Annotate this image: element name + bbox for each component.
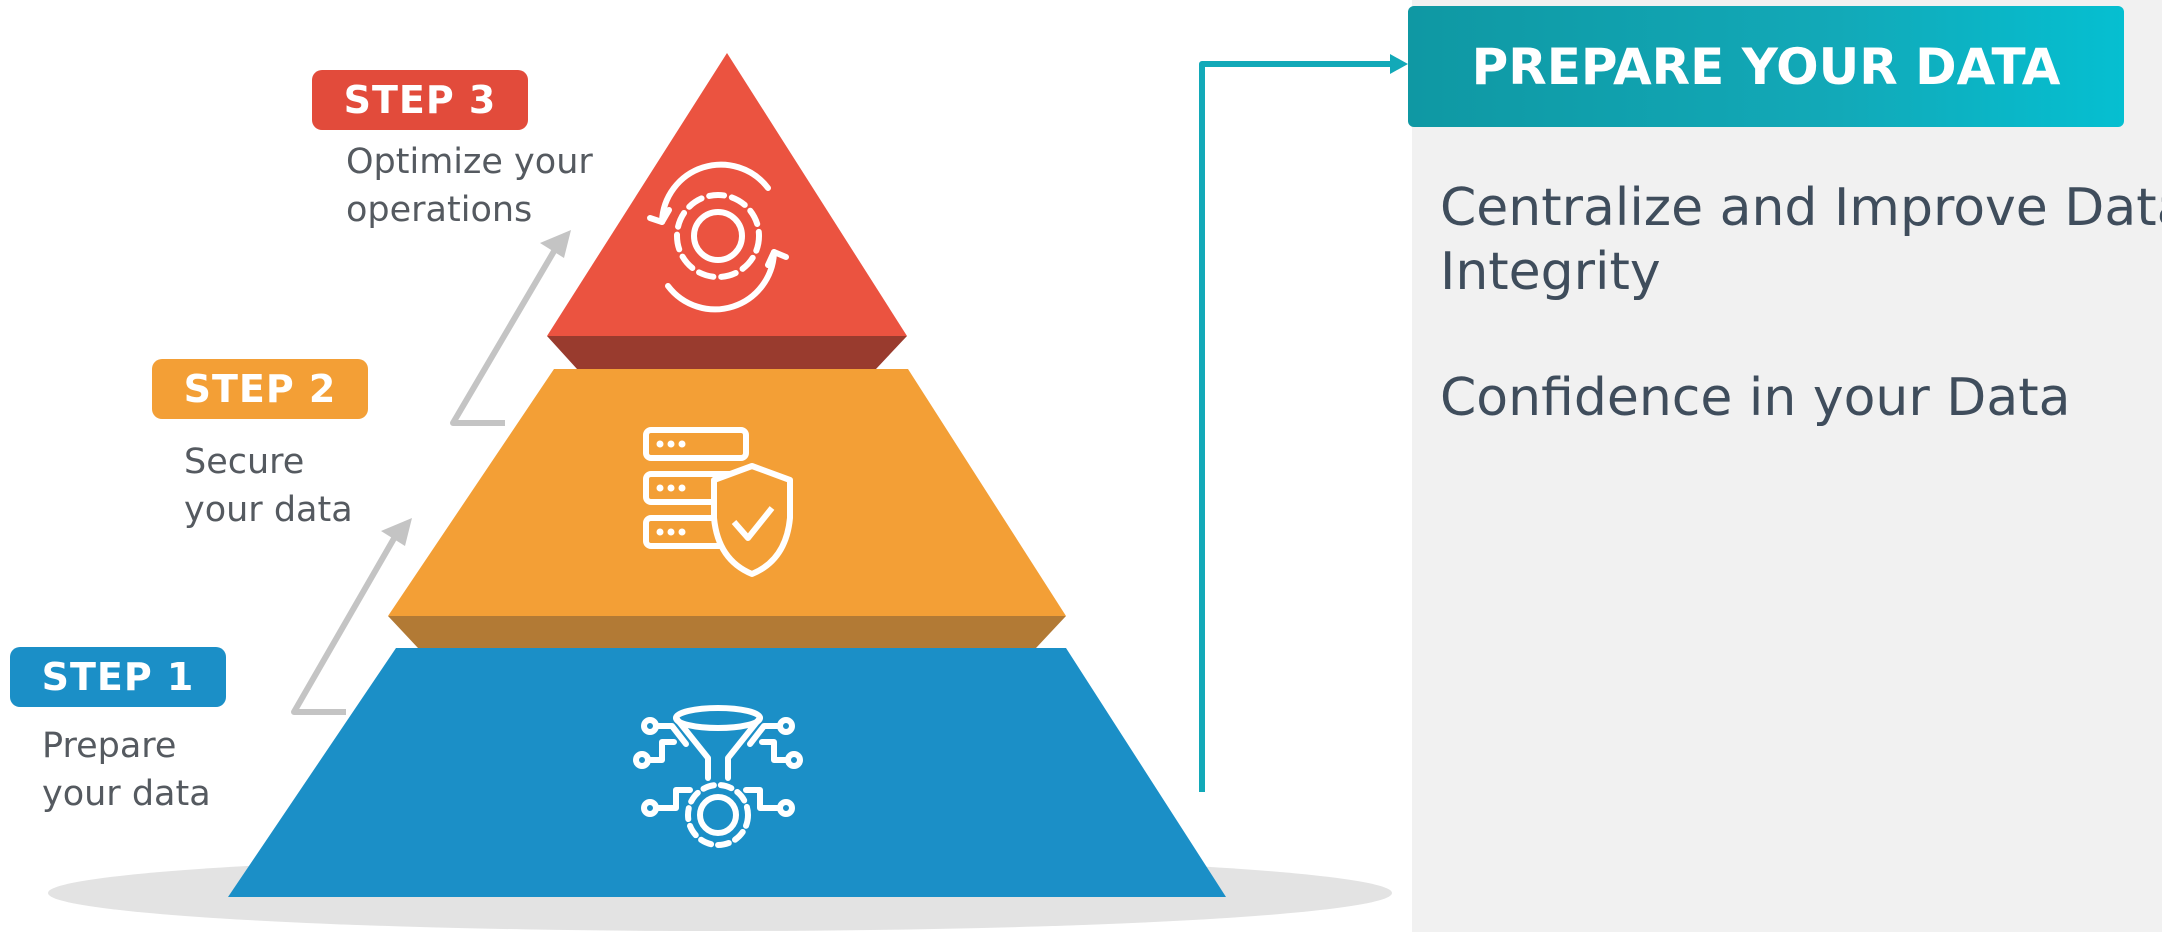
panel-bullet: Confidence in your Data	[1440, 366, 2140, 430]
connector-arrow	[1199, 54, 1408, 792]
arrow-step2-to-step3	[450, 239, 563, 426]
step-3-description-line: operations	[346, 190, 533, 230]
panel-header: PREPARE YOUR DATA	[1408, 6, 2124, 127]
panel-bullet: Centralize and Improve Data Integrity	[1440, 176, 2162, 304]
server-shield-icon	[643, 427, 793, 577]
step-2-description-line: your data	[184, 490, 353, 530]
step-1-description-line: your data	[42, 774, 211, 814]
step-1-description-line: Prepare	[42, 726, 177, 766]
step-2-description: Secure your data	[184, 438, 353, 534]
step-1-badge: STEP 1	[10, 647, 226, 707]
arrow-step1-to-step2	[291, 526, 403, 715]
step-1-description: Prepare your data	[42, 722, 211, 818]
details-panel	[1412, 0, 2162, 932]
arrow-step2-to-step3-head	[540, 230, 571, 258]
gear-cycle-icon	[647, 161, 789, 313]
tier-3-red	[547, 53, 907, 336]
step-3-description: Optimize your operations	[346, 138, 593, 234]
tier-side-face	[547, 336, 907, 369]
step-2-badge: STEP 2	[152, 359, 368, 419]
panel-bullet-line: Confidence in your Data	[1440, 368, 2071, 428]
arrow-step1-to-step2-head	[381, 518, 412, 546]
step-3-badge: STEP 3	[312, 70, 528, 130]
step-3-description-line: Optimize your	[346, 142, 593, 182]
step-2-description-line: Secure	[184, 442, 305, 482]
panel-bullet-line: Integrity	[1440, 242, 1661, 302]
tier-side-face	[388, 616, 1066, 648]
panel-bullet-line: Centralize and Improve Data	[1440, 178, 2162, 238]
funnel-gear-icon	[633, 705, 803, 848]
step-arrows	[291, 230, 571, 715]
